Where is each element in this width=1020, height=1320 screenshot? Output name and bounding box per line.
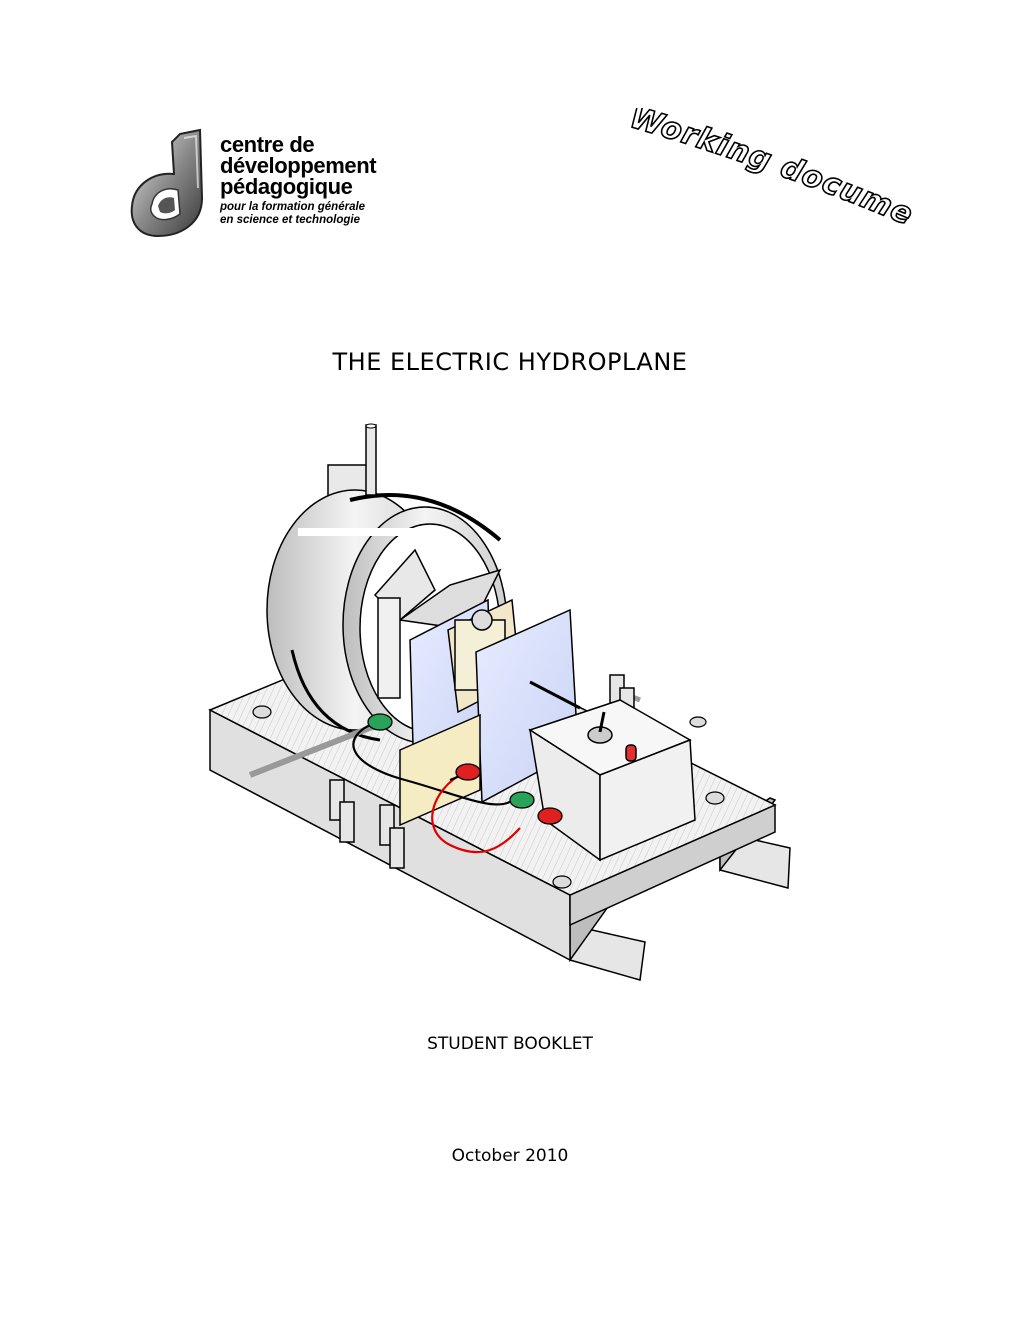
battery-box bbox=[528, 699, 696, 862]
document-title: THE ELECTRIC HYDROPLANE bbox=[332, 348, 688, 376]
svg-text:Working document: Working document bbox=[622, 108, 918, 233]
org-tagline-line-1: pour la formation générale bbox=[220, 201, 366, 213]
electric-hydroplane-illustration bbox=[208, 423, 791, 981]
org-name-line-3: pédagogique bbox=[220, 174, 353, 199]
stamp-text: Working document bbox=[622, 108, 918, 234]
org-name-line-1: centre de bbox=[220, 132, 315, 157]
org-tagline-line-2: en science et technologie bbox=[220, 214, 360, 226]
cdp-logo-mark-icon bbox=[130, 128, 204, 238]
organization-logo: centre de développement pédagogique pour… bbox=[128, 128, 428, 243]
pontoon-left bbox=[569, 797, 791, 981]
org-name-line-2: développement bbox=[220, 153, 377, 178]
motor-mount bbox=[399, 598, 581, 827]
document-date: October 2010 bbox=[451, 1146, 569, 1166]
working-document-stamp: Working document bbox=[622, 108, 918, 234]
booklet-label: STUDENT BOOKLET bbox=[427, 1034, 593, 1054]
